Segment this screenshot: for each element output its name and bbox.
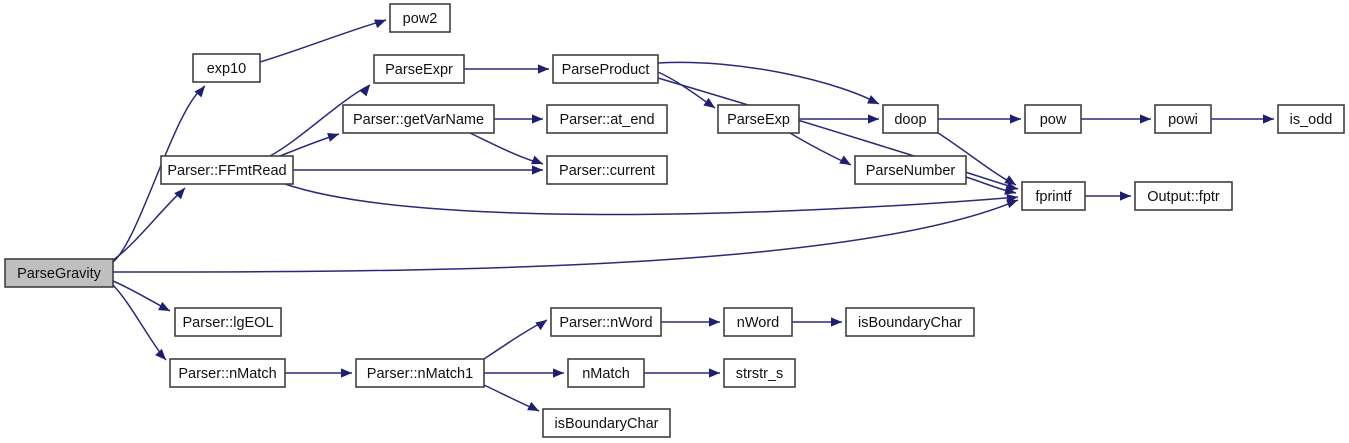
node-box-nword_parser[interactable] <box>550 307 662 337</box>
node-box-at_end[interactable] <box>546 104 668 134</box>
edge-parseproduct-to-doop <box>657 61 880 105</box>
arrowhead <box>359 85 370 97</box>
node-current[interactable]: Parser::current <box>546 155 668 185</box>
node-powi[interactable]: powi <box>1154 104 1212 134</box>
node-pow2[interactable]: pow2 <box>389 3 451 33</box>
arrowhead <box>1006 193 1018 204</box>
node-lgeol[interactable]: Parser::lgEOL <box>174 307 282 337</box>
arrowhead <box>831 317 842 327</box>
node-box-parsegravity[interactable] <box>4 258 114 288</box>
node-box-parseproduct[interactable] <box>552 54 659 84</box>
edge-parseproduct-to-fprintf <box>657 77 1019 190</box>
node-nmatch_parser[interactable]: Parser::nMatch <box>169 358 286 388</box>
node-box-is_odd[interactable] <box>1277 104 1345 134</box>
node-box-nword[interactable] <box>723 307 793 337</box>
node-isboundary_top[interactable]: isBoundaryChar <box>845 307 975 337</box>
arrowhead <box>158 301 170 311</box>
node-ffmtread[interactable]: Parser::FFmtRead <box>160 155 294 185</box>
edges-layer <box>112 19 1274 412</box>
node-nword[interactable]: nWord <box>723 307 793 337</box>
edge-parsegravity-to-exp10 <box>112 85 206 263</box>
node-box-parseexpr[interactable] <box>373 54 465 84</box>
arrowhead <box>374 19 386 29</box>
arrowhead <box>532 114 543 124</box>
node-parseexpr[interactable]: ParseExpr <box>373 54 465 84</box>
edge-parsegravity-to-nmatch_parser <box>112 284 167 361</box>
node-box-nmatch_parser[interactable] <box>169 358 286 388</box>
node-box-powi[interactable] <box>1154 104 1212 134</box>
arrowhead <box>194 86 205 98</box>
node-box-pow2[interactable] <box>389 3 451 33</box>
node-exp10[interactable]: exp10 <box>192 53 261 83</box>
arrowhead <box>535 320 547 331</box>
arrowhead <box>868 114 879 124</box>
arrowhead <box>527 401 539 411</box>
node-box-parseexp[interactable] <box>717 104 800 134</box>
arrowhead <box>1004 175 1016 185</box>
arrowhead <box>531 155 543 165</box>
node-box-isboundary_bot[interactable] <box>542 408 671 438</box>
node-box-lgeol[interactable] <box>174 307 282 337</box>
node-outputfptr[interactable]: Output::fptr <box>1134 181 1233 211</box>
arrowhead <box>709 368 720 378</box>
node-isboundary_bot[interactable]: isBoundaryChar <box>542 408 671 438</box>
edge-parsegravity-to-fprintf <box>112 199 1019 273</box>
arrowhead <box>867 95 879 104</box>
node-box-nmatch1[interactable] <box>355 358 485 388</box>
arrowhead <box>839 155 851 165</box>
edge-getvarname-to-current <box>469 132 544 165</box>
arrowhead <box>341 368 352 378</box>
node-box-fprintf[interactable] <box>1021 181 1086 211</box>
edge-ffmtread-to-parseexpr <box>269 84 371 157</box>
arrowheads-layer <box>155 19 1274 411</box>
node-fprintf[interactable]: fprintf <box>1021 181 1086 211</box>
arrowhead <box>553 368 564 378</box>
arrowhead <box>1120 191 1131 201</box>
node-pow[interactable]: pow <box>1024 104 1082 134</box>
node-box-doop[interactable] <box>882 104 939 134</box>
node-box-parsenumber[interactable] <box>854 155 967 185</box>
node-nmatch[interactable]: nMatch <box>567 358 645 388</box>
node-box-exp10[interactable] <box>192 53 261 83</box>
arrowhead <box>174 188 185 200</box>
arrowhead <box>532 165 543 175</box>
arrowhead <box>709 317 720 327</box>
node-parsenumber[interactable]: ParseNumber <box>854 155 967 185</box>
node-parseexp[interactable]: ParseExp <box>717 104 800 134</box>
node-box-strstr_s[interactable] <box>723 358 796 388</box>
arrowhead <box>1263 114 1274 124</box>
arrowhead <box>155 348 166 360</box>
node-getvarname[interactable]: Parser::getVarName <box>342 104 495 134</box>
arrowhead <box>703 97 715 108</box>
node-doop[interactable]: doop <box>882 104 939 134</box>
edge-ffmtread-to-fprintf <box>284 183 1019 216</box>
node-box-nmatch[interactable] <box>567 358 645 388</box>
node-box-ffmtread[interactable] <box>160 155 294 185</box>
node-box-outputfptr[interactable] <box>1134 181 1233 211</box>
node-at_end[interactable]: Parser::at_end <box>546 104 668 134</box>
node-parseproduct[interactable]: ParseProduct <box>552 54 659 84</box>
edge-exp10-to-pow2 <box>259 19 387 63</box>
node-box-getvarname[interactable] <box>342 104 495 134</box>
node-box-pow[interactable] <box>1024 104 1082 134</box>
node-nword_parser[interactable]: Parser::nWord <box>550 307 662 337</box>
node-box-isboundary_top[interactable] <box>845 307 975 337</box>
node-parsegravity[interactable]: ParseGravity <box>4 258 114 288</box>
arrowhead <box>538 64 549 74</box>
arrowhead <box>327 133 339 142</box>
node-strstr_s[interactable]: strstr_s <box>723 358 796 388</box>
arrowhead <box>1004 185 1016 195</box>
node-nmatch1[interactable]: Parser::nMatch1 <box>355 358 485 388</box>
arrowhead <box>1010 114 1021 124</box>
edge-nmatch1-to-nword_parser <box>483 319 548 360</box>
node-is_odd[interactable]: is_odd <box>1277 104 1345 134</box>
node-box-current[interactable] <box>546 155 668 185</box>
arrowhead <box>1140 114 1151 124</box>
